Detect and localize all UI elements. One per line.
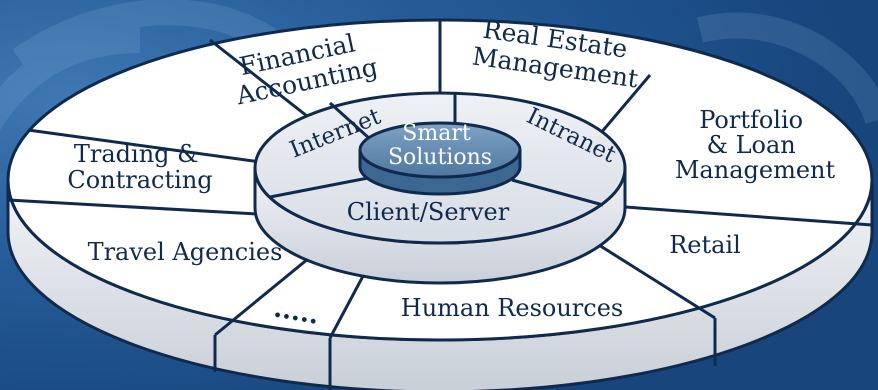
core-label: Smart Solutions [388,121,492,170]
segment-label-trading-contracting: Trading & Contracting [67,140,212,194]
segment-label-retail: Retail [669,231,741,259]
segment-label-human-resources: Human Resources [401,294,623,322]
ring-label-client-server: Client/Server [347,198,510,226]
segment-label-travel-agencies: Travel Agencies [88,238,283,266]
core-top [358,121,522,179]
side-dividers [6,200,717,390]
segment-label-portfolio-loan-management: Portfolio & Loan Management [675,106,836,184]
